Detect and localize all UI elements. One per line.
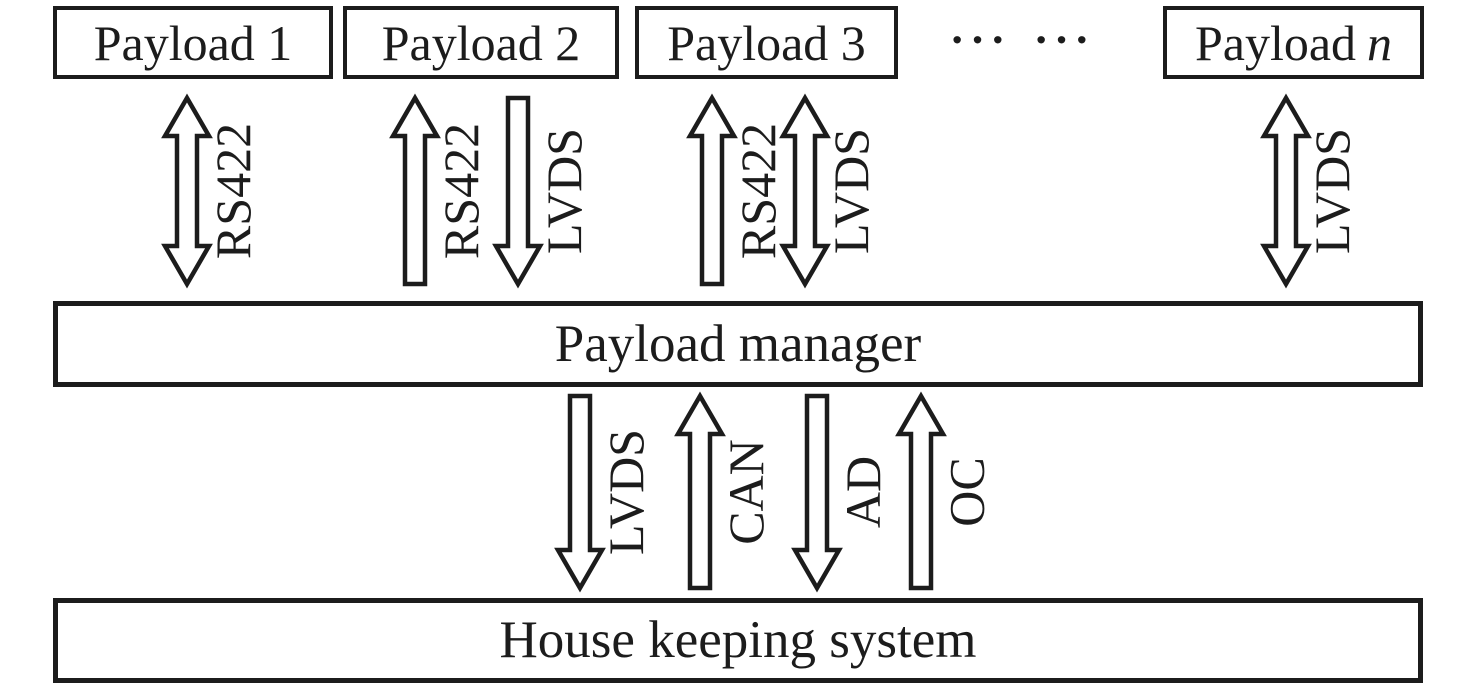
bus-label-ad: AD (835, 455, 891, 529)
bus-label-rs422-payload2: RS422 (433, 122, 490, 260)
payload-n-label: Payload (1194, 14, 1357, 71)
payload-1-label: Payload 1 (93, 14, 293, 71)
bus-label-lvds-payload2: LVDS (536, 128, 593, 254)
ellipsis-group-1: ··· (949, 14, 1011, 65)
payload-1-box: Payload 1 (53, 6, 333, 79)
bus-label-oc: OC (939, 457, 995, 527)
up-arrow-icon (686, 93, 738, 287)
housekeeping-system-box: House keeping system (53, 598, 1423, 683)
up-arrow-icon (895, 391, 947, 591)
up-arrow-icon (389, 93, 441, 287)
down-arrow-icon (554, 393, 606, 593)
bus-label-lvds-payload3: LVDS (823, 128, 880, 254)
double-arrow-icon (1260, 93, 1312, 289)
down-arrow-icon (492, 95, 544, 289)
bus-label-rs422-payload3: RS422 (730, 122, 787, 260)
payload-2-box: Payload 2 (343, 6, 619, 79)
payload-2-label: Payload 2 (381, 14, 581, 71)
payload-manager-label: Payload manager (554, 314, 922, 373)
bus-label-lvds-payloadn: LVDS (1304, 128, 1361, 254)
payload-3-box: Payload 3 (635, 6, 898, 79)
double-arrow-icon (779, 93, 831, 289)
down-arrow-icon (791, 393, 843, 593)
double-arrow-icon (161, 93, 213, 289)
up-arrow-icon (674, 391, 726, 591)
bus-label-can: CAN (718, 439, 775, 545)
payload-n-label-italic: n (1367, 14, 1393, 71)
housekeeping-system-label: House keeping system (499, 611, 977, 669)
bus-label-lvds-housekeeping: LVDS (598, 429, 655, 555)
payload-manager-box: Payload manager (53, 301, 1423, 387)
bus-label-rs422-payload1: RS422 (205, 122, 262, 260)
payload-3-label: Payload 3 (667, 14, 866, 71)
ellipsis-group-2: ··· (1033, 14, 1095, 65)
